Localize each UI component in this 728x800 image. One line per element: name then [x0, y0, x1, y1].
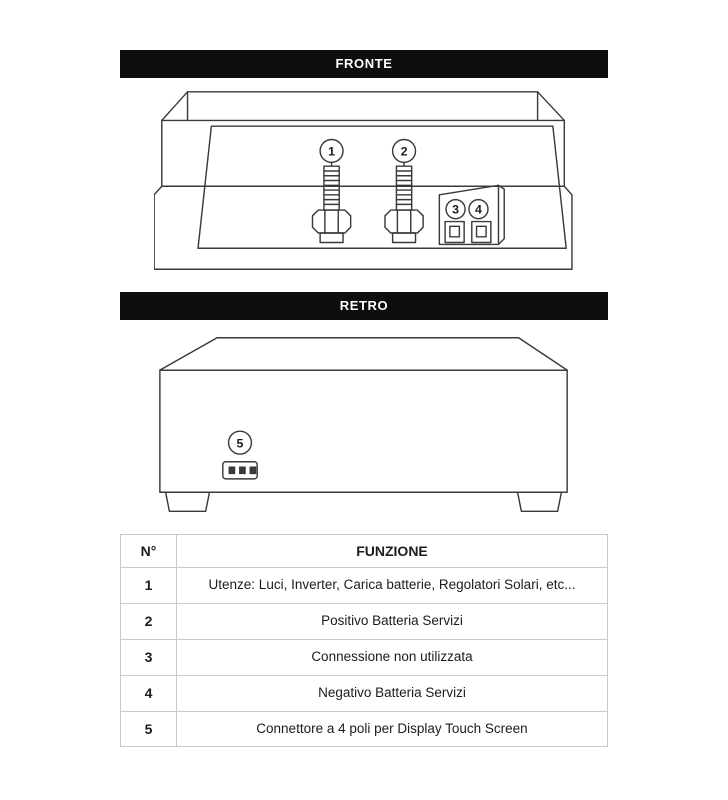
row-5-num: 5 [120, 710, 177, 748]
foot-right [516, 491, 563, 513]
row-4-num: 4 [120, 674, 177, 712]
row-1-num: 1 [120, 567, 177, 604]
callout-1-label: 1 [328, 145, 335, 159]
row-1-function: Utenze: Luci, Inverter, Carica batterie,… [176, 567, 608, 604]
table-row-1: 1 Utenze: Luci, Inverter, Carica batteri… [120, 567, 608, 604]
rear-section-title: RETRO [339, 298, 389, 313]
display-connector [222, 461, 258, 480]
table-header-num: N° [120, 534, 177, 568]
rear-view-container: 5 [120, 332, 608, 518]
row-3-num: 3 [120, 638, 177, 676]
foot-left [164, 491, 211, 513]
table-row-5: 5 Connettore a 4 poli per Display Touch … [120, 710, 608, 748]
front-view-drawing: 1 2 3 4 [154, 91, 573, 270]
stud-1 [311, 165, 352, 244]
callout-4-label: 4 [475, 202, 482, 216]
row-4-function: Negativo Batteria Servizi [176, 674, 608, 712]
callout-1: 1 [319, 138, 344, 167]
callout-5: 5 [227, 430, 253, 455]
row-2-num: 2 [120, 602, 177, 640]
row-2-function: Positivo Batteria Servizi [176, 602, 608, 640]
table-row-3: 3 Connessione non utilizzata [120, 638, 608, 676]
table-row-4: 4 Negativo Batteria Servizi [120, 674, 608, 712]
table-header-function: FUNZIONE [176, 534, 608, 568]
row-5-function: Connettore a 4 poli per Display Touch Sc… [176, 710, 608, 748]
front-section-title: FRONTE [335, 56, 393, 71]
front-view-container: 1 2 3 4 [120, 88, 608, 274]
terminal-block [438, 184, 505, 246]
callout-3-label: 3 [452, 202, 459, 216]
callout-5-label: 5 [237, 436, 244, 450]
callout-2-label: 2 [401, 145, 408, 159]
rear-section-header: RETRO [120, 292, 608, 320]
callout-3: 3 [445, 198, 466, 220]
stud-2 [384, 165, 424, 244]
front-section-header: FRONTE [120, 50, 608, 78]
device-front-outline [154, 91, 573, 270]
row-3-function: Connessione non utilizzata [176, 638, 608, 676]
table-row-2: 2 Positivo Batteria Servizi [120, 602, 608, 640]
table-header-row: N° FUNZIONE [120, 534, 608, 568]
function-table: N° FUNZIONE 1 Utenze: Luci, Inverter, Ca… [120, 534, 608, 748]
callout-2: 2 [391, 138, 417, 167]
callout-4: 4 [468, 198, 489, 220]
rear-view-drawing: 5 [159, 337, 568, 513]
device-rear-outline [159, 337, 568, 513]
